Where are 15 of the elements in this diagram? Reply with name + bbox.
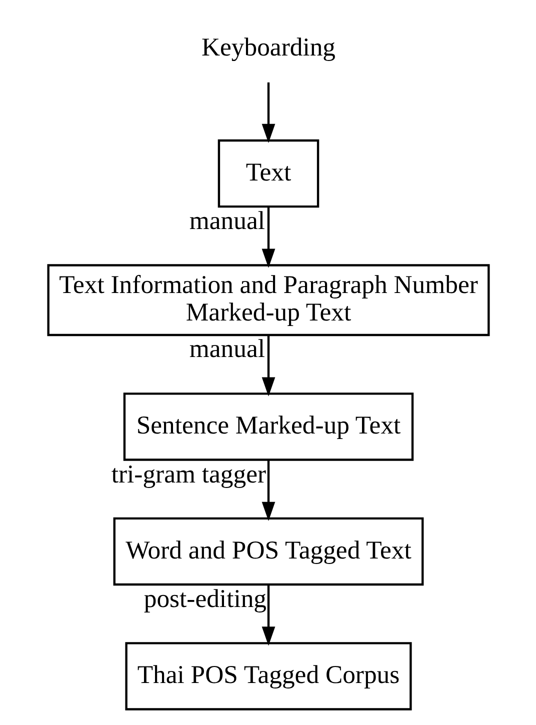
arrow — [261, 207, 275, 268]
edge-label: manual — [188, 206, 264, 236]
node-box: Sentence Marked-up Text — [122, 392, 414, 461]
node-box: Thai POS Tagged Corpus — [124, 642, 412, 710]
node-box: Text Information and Paragraph Number Marked-up Text — [46, 264, 490, 336]
node-box: Text — [217, 139, 319, 208]
node-box: Word and POS Tagged Text — [112, 517, 424, 586]
arrow — [261, 585, 275, 646]
edge-label: post-editing — [143, 584, 266, 614]
edge-label: tri-gram tagger — [110, 459, 266, 488]
arrow — [261, 82, 275, 144]
node-text: Keyboarding — [200, 32, 336, 62]
arrow — [261, 460, 275, 521]
arrow — [261, 336, 275, 396]
edge-label: manual — [188, 334, 264, 364]
